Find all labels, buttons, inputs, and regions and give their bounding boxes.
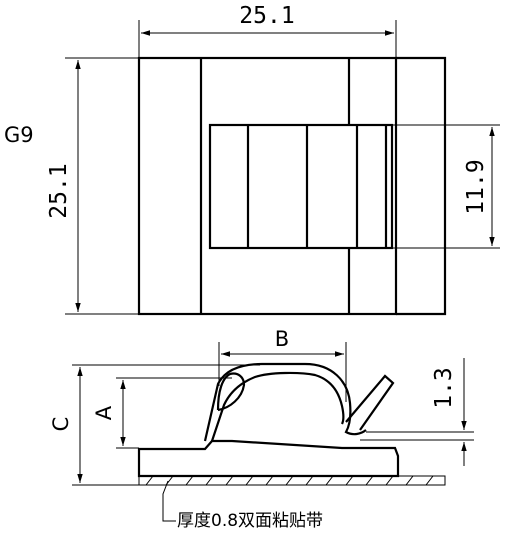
side-view: B A C 1.3 厚度0.8双面粘贴带 bbox=[49, 327, 474, 531]
top-view: 25.1 25.1 11.9 G9 bbox=[4, 3, 500, 316]
a-dim-label: A bbox=[92, 405, 116, 420]
c-dim-label: C bbox=[49, 417, 73, 432]
slot-dim-label: 11.9 bbox=[463, 159, 489, 214]
part-code: G9 bbox=[4, 123, 34, 147]
height-dim-label: 25.1 bbox=[46, 163, 72, 218]
note-leader bbox=[162, 480, 176, 522]
top-view-outline bbox=[137, 56, 398, 316]
clip-hook-inner bbox=[210, 371, 345, 442]
clip-hook-outer bbox=[203, 362, 367, 442]
clip-latch bbox=[345, 374, 395, 431]
gap-dim-label: 1.3 bbox=[431, 367, 457, 409]
b-dim-label: B bbox=[275, 327, 289, 351]
top-view-tab bbox=[396, 56, 447, 316]
tape-hatch bbox=[145, 475, 434, 486]
clip-base bbox=[137, 439, 400, 478]
tape-note: 厚度0.8双面粘贴带 bbox=[177, 511, 323, 531]
width-dim-label: 25.1 bbox=[239, 3, 294, 29]
top-view-slot bbox=[208, 123, 394, 250]
clip-lobe bbox=[216, 372, 246, 412]
